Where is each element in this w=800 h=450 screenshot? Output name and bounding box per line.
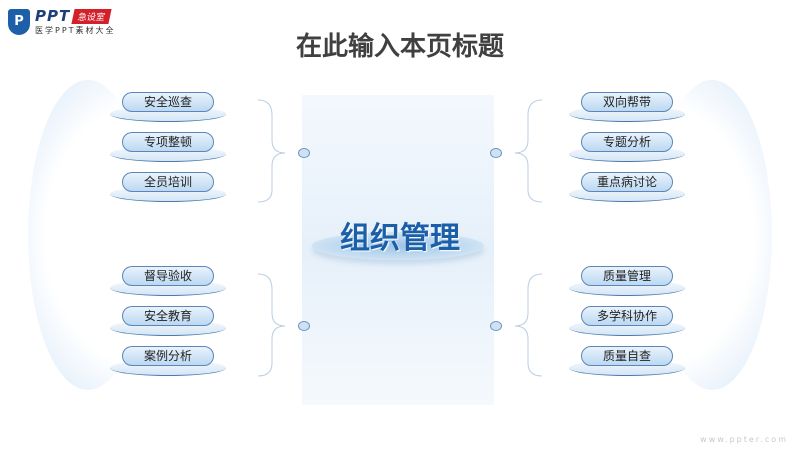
logo-tagline: 医学PPT素材大全 — [35, 26, 116, 35]
topic-pill: 重点病讨论 — [581, 172, 673, 192]
connector-dot — [298, 148, 310, 158]
topic-pill: 案例分析 — [122, 346, 214, 366]
topic-item: 质量管理 — [569, 266, 685, 300]
topic-item: 重点病讨论 — [569, 172, 685, 206]
logo-brand: PPT — [35, 7, 71, 25]
topic-item: 安全巡查 — [110, 92, 226, 126]
topic-item: 多学科协作 — [569, 306, 685, 340]
topic-pill: 安全教育 — [122, 306, 214, 326]
topic-pill: 质量管理 — [581, 266, 673, 286]
topic-item: 督导验收 — [110, 266, 226, 300]
center-title: 组织管理 — [340, 221, 460, 256]
right-bottom-brace — [514, 273, 543, 377]
topic-pill: 双向帮带 — [581, 92, 673, 112]
topic-pill: 专题分析 — [581, 132, 673, 152]
connector-dot — [298, 321, 310, 331]
topic-pill: 安全巡查 — [122, 92, 214, 112]
left-decorative-arc — [28, 80, 148, 390]
page-title: 在此输入本页标题 — [295, 32, 504, 62]
left-top-brace — [257, 99, 286, 203]
topic-item: 双向帮带 — [569, 92, 685, 126]
topic-item: 案例分析 — [110, 346, 226, 380]
connector-dot — [490, 148, 502, 158]
center-disc — [312, 232, 484, 260]
topic-pill: 全员培训 — [122, 172, 214, 192]
watermark: www.ppter.com — [700, 435, 788, 444]
topic-item: 安全教育 — [110, 306, 226, 340]
topic-item: 专项整顿 — [110, 132, 226, 166]
topic-pill: 专项整顿 — [122, 132, 214, 152]
topic-item: 质量自查 — [569, 346, 685, 380]
topic-pill: 督导验收 — [122, 266, 214, 286]
topic-item: 专题分析 — [569, 132, 685, 166]
topic-item: 全员培训 — [110, 172, 226, 206]
shield-logo-icon: P — [8, 8, 30, 35]
right-decorative-arc — [652, 80, 772, 390]
topic-pill: 多学科协作 — [581, 306, 673, 326]
connector-dot — [490, 321, 502, 331]
topic-pill: 质量自查 — [581, 346, 673, 366]
right-top-brace — [514, 99, 543, 203]
left-bottom-brace — [257, 273, 286, 377]
